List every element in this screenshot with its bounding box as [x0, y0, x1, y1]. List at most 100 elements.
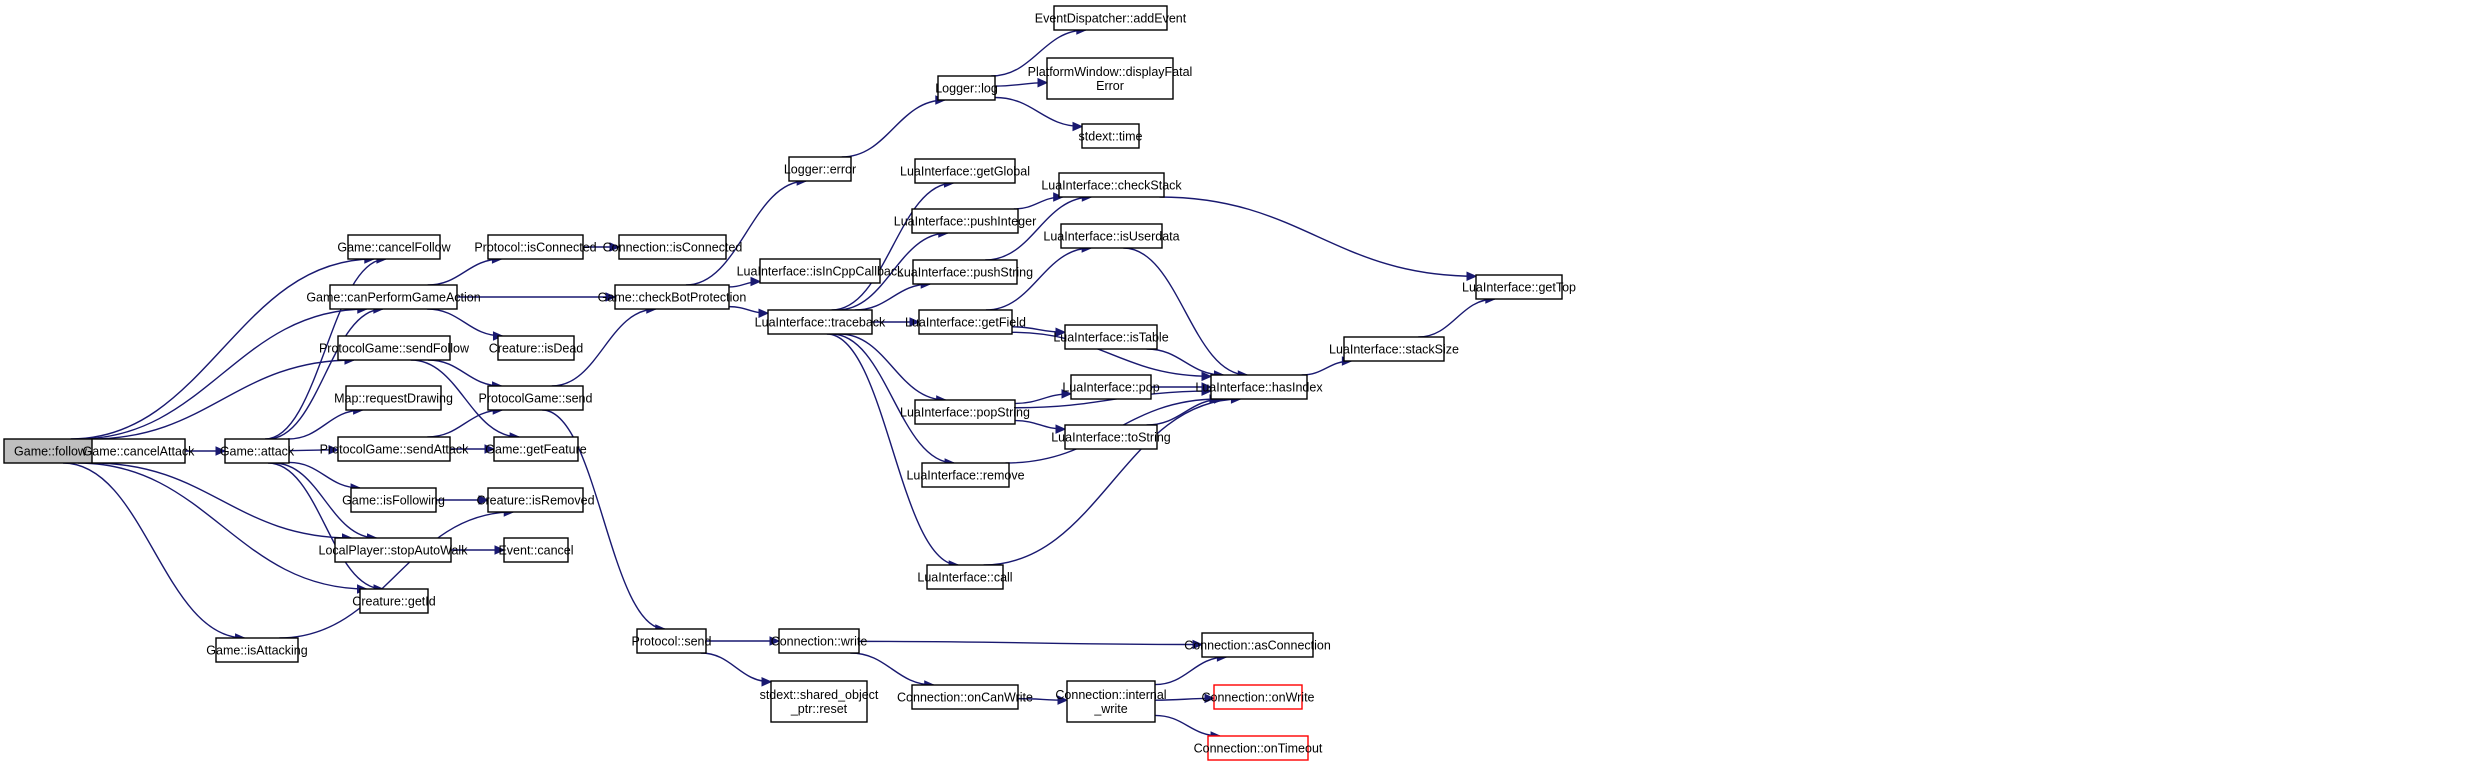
arrow-head: [605, 292, 617, 302]
node-label: Error: [1096, 79, 1124, 93]
edge-stacksize-to-gettop: [1418, 294, 1497, 338]
node-box: [487, 234, 584, 260]
node-logger-log[interactable]: Logger::log: [935, 75, 998, 101]
edge-line: [831, 333, 955, 464]
node-connection-oncanwrite[interactable]: Connection::onCanWrite: [897, 684, 1033, 710]
node-game-cancelattack[interactable]: Game::cancelAttack: [83, 438, 196, 464]
node-creature-getid[interactable]: Creature::getId: [352, 588, 436, 614]
node-luainterface-remove[interactable]: LuaInterface::remove: [906, 462, 1025, 488]
node-label: LuaInterface::stackSize: [1329, 343, 1459, 357]
arrow-head: [758, 308, 770, 318]
node-box: [215, 637, 299, 663]
edge-popstring-to-tostring: [1014, 419, 1067, 434]
node-connection-asconnection[interactable]: Connection::asConnection: [1184, 632, 1331, 658]
node-box: [347, 234, 441, 260]
node-map-requestdrawing[interactable]: Map::requestDrawing: [334, 385, 453, 411]
edge-oncanwrite-to-internalwrite: [1017, 695, 1069, 705]
edge-line: [837, 232, 948, 311]
node-creature-isdead[interactable]: Creature::isDead: [489, 335, 584, 361]
node-luainterface-gettop[interactable]: LuaInterface::getTop: [1462, 274, 1576, 300]
node-box: [487, 385, 584, 411]
node-game-checkbotprotection[interactable]: Game::checkBotProtection: [598, 284, 747, 310]
node-protocolgame-send[interactable]: ProtocolGame::send: [479, 385, 593, 411]
node-luainterface-checkstack[interactable]: LuaInterface::checkStack: [1041, 172, 1182, 198]
arrow-head: [215, 446, 227, 456]
edge-checkbotprotection-to-traceback: [728, 305, 770, 318]
node-luainterface-pop[interactable]: LuaInterface::pop: [1062, 374, 1160, 400]
node-box: [1046, 57, 1174, 100]
node-luainterface-popstring[interactable]: LuaInterface::popString: [900, 399, 1030, 425]
node-game-attack[interactable]: Game::attack: [220, 438, 295, 464]
node-label: stdext::time: [1079, 130, 1143, 144]
node-connection-onwrite[interactable]: Connection::onWrite: [1201, 684, 1315, 710]
node-box: [1064, 324, 1158, 350]
arrow-head: [609, 242, 621, 252]
node-box: [618, 234, 727, 260]
edge-line: [854, 283, 931, 311]
node-box: [1070, 374, 1152, 400]
node-game-isattacking[interactable]: Game::isAttacking: [206, 637, 308, 663]
node-luainterface-isincppcallback[interactable]: LuaInterface::isInCppCallback: [737, 258, 905, 284]
node-luainterface-tostring[interactable]: LuaInterface::toString: [1051, 424, 1171, 450]
node-box: [1058, 172, 1165, 198]
node-protocolgame-sendfollow[interactable]: ProtocolGame::sendFollow: [319, 335, 470, 361]
edge-loggerlog-to-displayfatal: [994, 77, 1049, 88]
node-connection-isconnected[interactable]: Connection::isConnected: [603, 234, 743, 260]
node-luainterface-pushstring[interactable]: LuaInterface::pushString: [897, 259, 1033, 285]
node-luainterface-pushinteger[interactable]: LuaInterface::pushInteger: [894, 208, 1036, 234]
edge-line: [273, 462, 377, 539]
edge-line: [985, 247, 1092, 311]
node-event-cancel[interactable]: Event::cancel: [498, 537, 574, 563]
node-protocolgame-sendattack[interactable]: ProtocolGame::sendAttack: [320, 436, 469, 462]
node-eventdispatcher-addevent[interactable]: EventDispatcher::addEvent: [1035, 5, 1187, 31]
node-luainterface-getglobal[interactable]: LuaInterface::getGlobal: [900, 158, 1030, 184]
node-luainterface-stacksize[interactable]: LuaInterface::stackSize: [1329, 336, 1459, 362]
node-connection-write[interactable]: Connection::write: [771, 628, 868, 654]
node-luainterface-istable[interactable]: LuaInterface::isTable: [1053, 324, 1169, 350]
node-stdext-time[interactable]: stdext::time: [1079, 123, 1143, 149]
edge-line: [267, 462, 384, 590]
edge-traceback-to-getfield: [872, 317, 921, 327]
edge-traceback-to-popstring: [839, 333, 947, 405]
node-game-cancelfollow[interactable]: Game::cancelFollow: [337, 234, 452, 260]
node-game-follow[interactable]: Game::follow: [3, 438, 98, 464]
node-game-isfollowing[interactable]: Game::isFollowing: [342, 487, 445, 513]
node-logger-error[interactable]: Logger::error: [784, 156, 856, 182]
arrow-head: [1053, 192, 1064, 202]
node-box: [329, 284, 458, 310]
edge-line: [427, 258, 502, 286]
edge-protoisconnected-to-connisconnected: [583, 242, 621, 252]
node-connection-internal-write[interactable]: Connection::internal_write: [1055, 680, 1167, 723]
node-label: LuaInterface::checkStack: [1041, 179, 1182, 193]
node-label: Logger::log: [935, 82, 998, 96]
node-box: [503, 537, 569, 563]
node-label: LuaInterface::call: [917, 571, 1012, 585]
node-luainterface-call[interactable]: LuaInterface::call: [917, 564, 1013, 590]
node-luainterface-isuserdata[interactable]: LuaInterface::isUserdata: [1043, 223, 1180, 249]
node-box: [937, 75, 996, 101]
arrow-head: [909, 317, 921, 327]
edge-line: [983, 398, 1241, 566]
node-luainterface-getfield[interactable]: LuaInterface::getField: [905, 309, 1026, 335]
edge-line: [427, 308, 503, 337]
node-label: Game::getFeature: [485, 443, 586, 457]
node-protocol-send[interactable]: Protocol::send: [632, 628, 712, 654]
node-creature-isremoved[interactable]: Creature::isRemoved: [476, 487, 595, 513]
node-luainterface-traceback[interactable]: LuaInterface::traceback: [755, 309, 886, 335]
node-stdext-shared-object-ptr-reset[interactable]: stdext::shared_object_ptr::reset: [760, 680, 879, 723]
node-protocol-isconnected[interactable]: Protocol::isConnected: [474, 234, 597, 260]
node-label: Game::cancelAttack: [83, 445, 196, 459]
edge-checkstack-to-gettop: [1159, 196, 1478, 282]
node-luainterface-hasindex[interactable]: LuaInterface::hasIndex: [1195, 374, 1323, 400]
node-localplayer-stopautowalk[interactable]: LocalPlayer::stopAutoWalk: [319, 537, 469, 563]
node-label: LuaInterface::pushInteger: [894, 215, 1036, 229]
node-game-canperformgameaction[interactable]: Game::canPerformGameAction: [306, 284, 481, 310]
node-box: [224, 438, 290, 464]
node-box: [778, 628, 860, 654]
node-box: [1060, 223, 1163, 249]
node-connection-ontimeout[interactable]: Connection::onTimeout: [1194, 735, 1323, 761]
node-game-getfeature[interactable]: Game::getFeature: [485, 436, 587, 462]
edge-attack-to-pgsendattack: [288, 445, 340, 455]
node-label: LuaInterface::isUserdata: [1043, 230, 1179, 244]
